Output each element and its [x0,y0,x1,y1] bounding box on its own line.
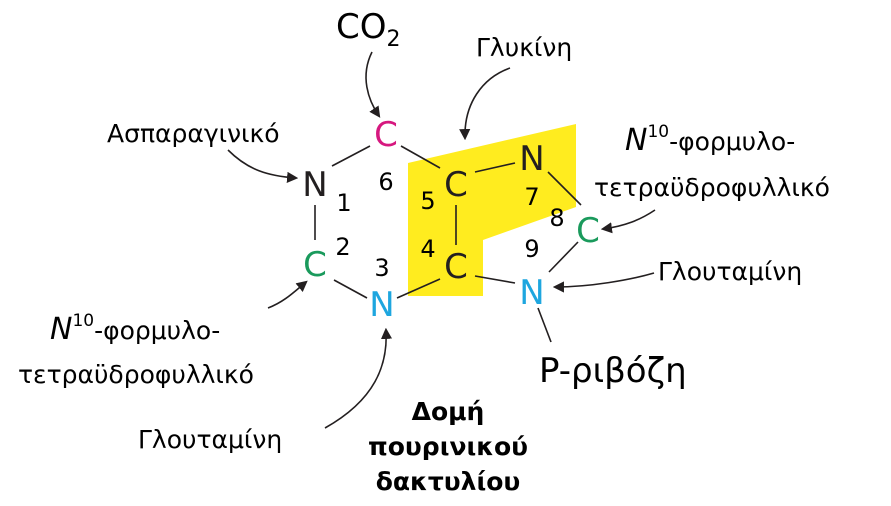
atom-c5: C [444,165,468,205]
position-9: 9 [524,235,539,263]
label-formyl-thf-right-line2: τετραϋδροφυλλικό [594,173,830,202]
label-formyl-thf-left-line2: τετραϋδροφυλλικό [18,360,254,389]
position-5: 5 [420,187,435,215]
bond-n3-c4 [396,278,441,299]
label-glutamine-bottom: Γλουταμίνη [138,425,282,454]
bond-n9-ribose [537,307,552,343]
bond-c5-n7 [474,162,516,173]
atom-n7: N [519,139,544,179]
position-7: 7 [524,183,539,211]
atom-c4: C [444,247,468,287]
arrow-aspartate [227,149,299,183]
title-line-1: Δομή [412,397,485,426]
arrow-glutamine-bottom [324,327,393,429]
bond-c4-n9 [474,275,516,284]
position-2: 2 [335,233,350,261]
arrow-glutamine-right [552,272,655,293]
glycine-highlight [408,124,576,296]
arrow-glycine [459,67,511,141]
ring-bonds [314,145,582,343]
label-co2: CO2 [336,7,401,52]
position-3: 3 [374,254,389,282]
position-1: 1 [336,189,351,217]
arrow-formyl-right [600,209,656,234]
bond-c6-c5 [400,145,441,169]
atom-c2: C [303,245,327,285]
atom-n3: N [369,285,394,325]
position-8: 8 [549,204,564,232]
position-4: 4 [420,235,435,263]
label-formyl-thf-left-line1: N10-φορμυλο- [50,311,220,347]
atom-n1: N [302,165,327,205]
title-line-2: πουρινικού [368,432,528,461]
arrow-formyl-left [267,280,308,309]
arrow-co2 [365,51,381,118]
label-glutamine-right: Γλουταμίνη [658,257,802,286]
bond-c8-n9 [548,241,579,273]
bond-c6-n1 [331,145,371,167]
label-glycine: Γλυκίνη [476,33,572,62]
atom-c6: C [374,115,398,155]
label-ribose-phosphate: P-ριβόζη [539,351,687,391]
atom-c8: C [576,211,600,251]
label-formyl-thf-right-line1: N10-φορμυλο- [625,122,795,158]
label-aspartate: Ασπαραγινικό [107,119,280,148]
position-6: 6 [378,168,393,196]
source-arrows [227,51,656,429]
bond-c2-n3 [333,279,368,299]
bond-n7-c8 [547,171,582,206]
title-line-3: δακτυλίου [376,467,521,496]
atom-n9: N [519,273,544,313]
